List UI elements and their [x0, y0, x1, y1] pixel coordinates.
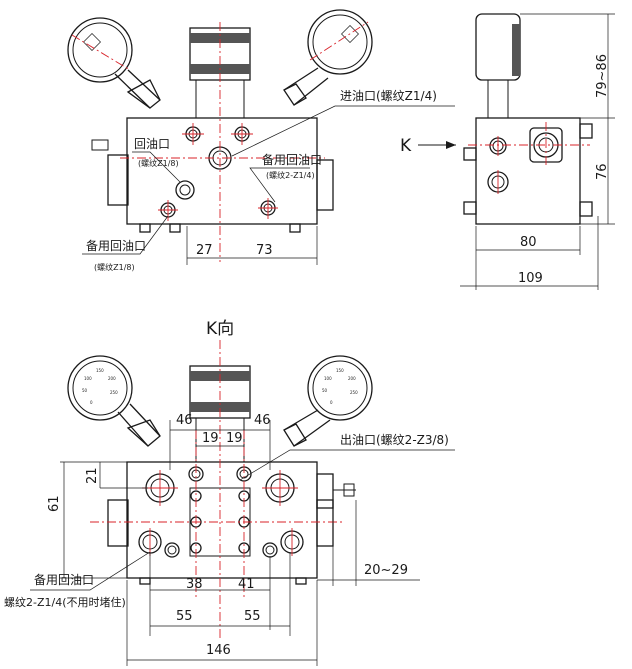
svg-text:0: 0	[330, 400, 333, 405]
svg-text:0: 0	[90, 400, 93, 405]
k-left-pressure-gauge: 100 150 200 50 250 0	[67, 355, 161, 447]
side-valve-body	[475, 117, 581, 225]
svg-text:100: 100	[324, 376, 332, 381]
svg-text:250: 250	[350, 390, 358, 395]
dim-46-left: 46	[176, 413, 193, 428]
top-view	[67, 9, 455, 265]
svg-text:200: 200	[348, 376, 356, 381]
svg-text:50: 50	[322, 388, 328, 393]
k-arrow-label: K	[400, 136, 412, 156]
svg-text:150: 150	[336, 368, 344, 373]
label-spare-return-lower: 备用回油口	[86, 239, 146, 253]
dim-80: 80	[520, 235, 537, 250]
dim-46-right: 46	[254, 413, 271, 428]
dim-19-left: 19	[202, 431, 219, 446]
right-pressure-gauge	[283, 9, 373, 106]
svg-text:150: 150	[96, 368, 104, 373]
dim-19-right: 19	[226, 431, 243, 446]
svg-text:200: 200	[108, 376, 116, 381]
svg-text:250: 250	[110, 390, 118, 395]
k-view: 100 150 200 50 250 0 100 150 200 50 250 0	[30, 340, 455, 666]
label-inlet: 进油口(螺纹Z1/4)	[340, 89, 437, 103]
dim-41: 41	[238, 577, 255, 592]
label-spare-return: 备用回油口	[262, 153, 322, 167]
dim-20-29: 20~29	[364, 563, 408, 578]
label-outlet: 出油口(螺纹2-Z3/8)	[340, 433, 449, 447]
dim-61: 61	[47, 495, 62, 512]
dim-27: 27	[196, 243, 213, 258]
k-valve-body	[126, 461, 318, 579]
dim-38: 38	[186, 577, 203, 592]
label-return: 回油口	[134, 137, 170, 151]
dim-76: 76	[595, 163, 610, 180]
dim-146: 146	[206, 643, 231, 658]
label-return-thread: (螺纹Z1/8)	[138, 158, 179, 168]
svg-text:50: 50	[82, 388, 88, 393]
label-k-spare-return: 备用回油口	[34, 573, 94, 587]
k-right-pressure-gauge: 100 150 200 50 250 0	[283, 355, 373, 447]
label-k-spare-return-thread: 螺纹2-Z1/4(不用时堵住)	[4, 595, 126, 609]
dim-73: 73	[256, 243, 273, 258]
svg-text:100: 100	[84, 376, 92, 381]
dim-21: 21	[85, 467, 100, 484]
top-valve-body	[126, 117, 318, 225]
label-spare-return-lower-thread: (螺纹Z1/8)	[94, 262, 135, 272]
side-view	[418, 13, 615, 290]
dim-55-left: 55	[176, 609, 193, 624]
k-view-title: K向	[206, 319, 234, 339]
dim-79-86: 79~86	[595, 54, 610, 98]
dim-109: 109	[518, 271, 543, 286]
left-pressure-gauge	[67, 17, 161, 109]
dim-55-right: 55	[244, 609, 261, 624]
label-spare-return-thread: (螺纹2-Z1/4)	[266, 170, 315, 180]
